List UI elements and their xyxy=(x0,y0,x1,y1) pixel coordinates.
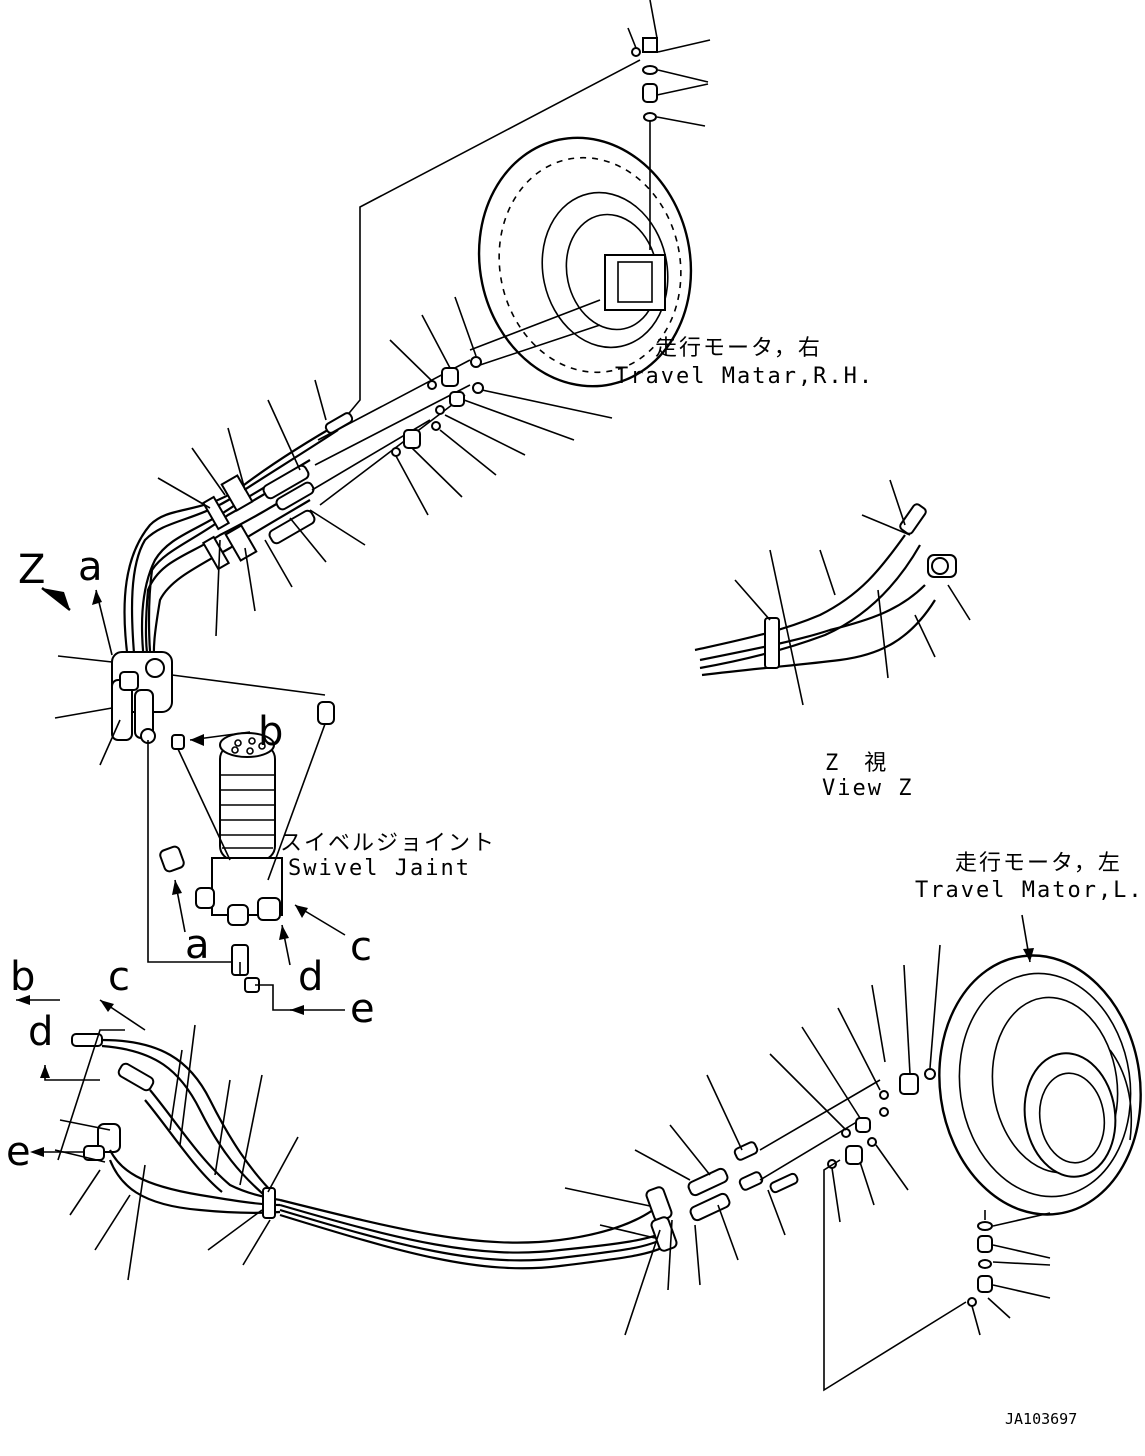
ref-b-label-bottom: b xyxy=(10,954,35,1000)
ref-c-label-bottom: c xyxy=(108,954,130,1000)
lh-motor-fittings xyxy=(769,944,941,1223)
swivel-joint xyxy=(159,701,335,1011)
rh-motor-fittings xyxy=(389,296,613,516)
travel-motor-rh xyxy=(477,120,693,388)
travel-motor-lh-jp-label: 走行モータ，左 xyxy=(955,851,1122,876)
lower-hose-bundle xyxy=(54,1029,881,1270)
rh-top-fittings xyxy=(627,0,711,127)
reference-arrows xyxy=(16,587,1034,1157)
lower-hose-leaders xyxy=(69,1024,786,1336)
lh-bottom-fittings xyxy=(823,1159,1051,1392)
swivel-top-fitting-block xyxy=(54,651,326,963)
ref-d-label-top: d xyxy=(298,954,323,1000)
ref-e-label-bottom: e xyxy=(6,1129,31,1175)
ref-a-label-bottom: a xyxy=(185,922,210,968)
ref-a-label-top: a xyxy=(78,544,103,590)
ref-b-label-top: b xyxy=(258,709,283,755)
rh-hose-leaders xyxy=(157,379,366,637)
drawing-number: JA103697 xyxy=(1005,1410,1077,1428)
view-z-detail xyxy=(694,479,971,706)
ref-e-label-top: e xyxy=(350,986,375,1032)
travel-motor-rh-en-label: Travel Matar,R.H. xyxy=(615,364,874,389)
travel-motor-rh-jp-label: 走行モータ，右 xyxy=(655,336,822,361)
travel-motor-lh-en-label: Travel Mator,L.H. xyxy=(915,878,1145,903)
swivel-joint-jp-label: スイベルジョイント xyxy=(280,831,496,856)
ref-z-label: Z xyxy=(18,547,45,593)
view-z-jp-label: Z 視 xyxy=(825,751,888,776)
swivel-joint-en-label: Swivel Jaint xyxy=(288,856,471,881)
upper-hose-bundle xyxy=(123,359,471,673)
ref-d-label-bottom: d xyxy=(28,1009,53,1055)
view-z-en-label: View Z xyxy=(822,776,913,801)
ref-c-label-top: c xyxy=(350,924,372,970)
travel-motor-lh xyxy=(938,954,1142,1220)
